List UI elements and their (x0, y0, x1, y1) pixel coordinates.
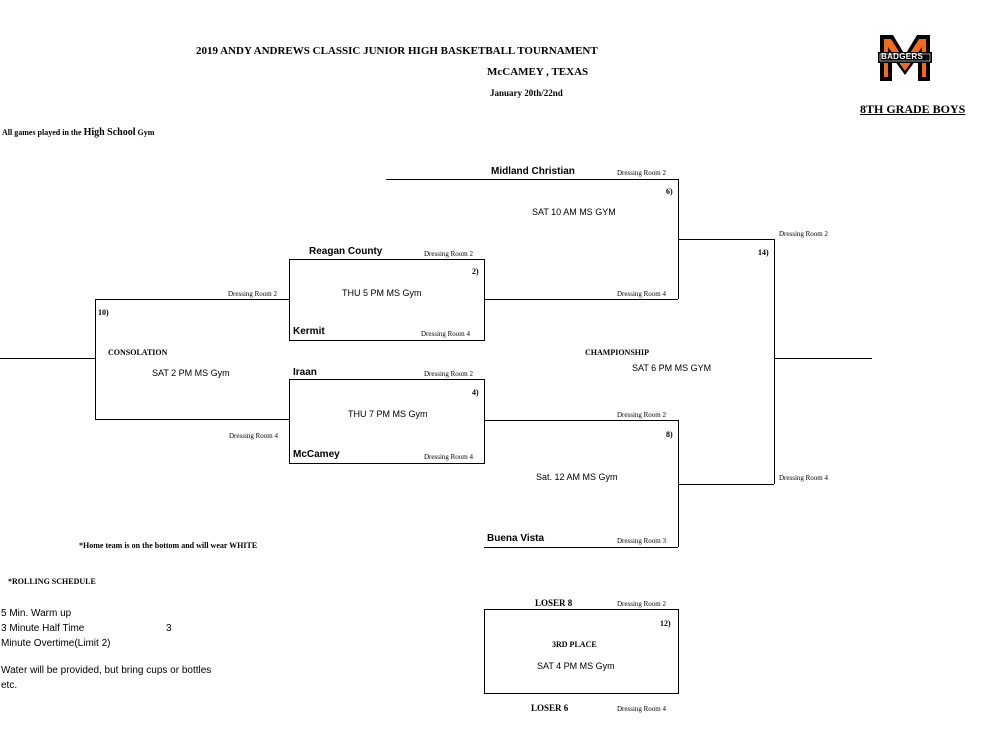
room-mccamey: Dressing Room 4 (424, 453, 473, 461)
line-g4-left (289, 379, 290, 463)
line-champ-out (774, 358, 872, 359)
line-g2-top (289, 259, 484, 260)
team-kermit: Kermit (293, 326, 325, 337)
division-label: 8TH GRADE BOYS (860, 102, 966, 116)
game-number-2: 2) (472, 267, 479, 276)
line-champ-vertical (774, 239, 775, 484)
line-g2-left (289, 259, 290, 340)
team-midland-christian: Midland Christian (491, 166, 575, 177)
line-3rd-left (484, 609, 485, 693)
room-loser8: Dressing Room 2 (617, 600, 666, 608)
line-midland (386, 179, 678, 180)
halftime-note: 3 Minute Half Time (1, 623, 85, 634)
halftime-number: 3 (166, 623, 172, 634)
game-2-time: THU 5 PM MS Gym (342, 288, 422, 298)
water-note-line1: Water will be provided, but bring cups o… (1, 665, 212, 676)
line-cons-vertical (95, 299, 96, 419)
gym-note-emph: High School (83, 127, 136, 138)
rolling-schedule-label: *ROLLING SCHEDULE (8, 577, 96, 586)
game-number-8: 8) (666, 430, 673, 439)
room-cons-bottom: Dressing Room 4 (229, 432, 278, 440)
badgers-logo: BADGERS (877, 33, 933, 85)
room-champ-top: Dressing Room 2 (779, 230, 828, 238)
line-cons-top (95, 299, 289, 300)
third-place-label: 3RD PLACE (552, 640, 597, 649)
line-g8-top (484, 420, 678, 421)
line-g8-vertical (678, 420, 679, 547)
game-number-6: 6) (666, 187, 673, 196)
game-8-time: Sat. 12 AM MS Gym (536, 472, 618, 482)
team-loser-6: LOSER 6 (531, 703, 569, 713)
room-midland: Dressing Room 2 (617, 169, 666, 177)
team-mccamey: McCamey (293, 449, 340, 460)
game-number-14: 14) (758, 248, 769, 257)
team-buena-vista: Buena Vista (487, 533, 545, 544)
line-g4-right (484, 379, 485, 463)
gym-note-suffix: Gym (137, 128, 155, 137)
gym-note: All games played in the High School Gym (2, 128, 154, 138)
line-g4-bottom (289, 463, 485, 464)
game-number-10: 10) (98, 308, 109, 317)
line-cons-bottom (95, 419, 289, 420)
warmup-note: 5 Min. Warm up (1, 608, 72, 619)
line-cons-out (0, 358, 95, 359)
line-champ-bottom (678, 484, 774, 485)
game-6-time: SAT 10 AM MS GYM (532, 207, 616, 217)
game-10-time: SAT 2 PM MS Gym (152, 368, 230, 378)
home-team-note: *Home team is on the bottom and will wea… (79, 541, 258, 550)
tournament-title: 2019 ANDY ANDREWS CLASSIC JUNIOR HIGH BA… (196, 45, 598, 57)
room-iraan: Dressing Room 2 (424, 370, 473, 378)
game-number-4: 4) (472, 388, 479, 397)
room-g8-top: Dressing Room 2 (617, 411, 666, 419)
room-cons-top: Dressing Room 2 (228, 290, 277, 298)
gym-note-prefix: All games played in the (2, 128, 82, 137)
room-loser6: Dressing Room 4 (617, 705, 666, 713)
line-3rd-top (484, 609, 678, 610)
overtime-note: Minute Overtime(Limit 2) (1, 638, 111, 649)
line-3rd-bottom (484, 693, 679, 694)
room-champ-bottom: Dressing Room 4 (779, 474, 828, 482)
logo-text: BADGERS (881, 52, 924, 61)
line-champ-top (678, 239, 774, 240)
game-number-12: 12) (660, 619, 671, 628)
line-3rd-right (678, 609, 679, 693)
consolation-label: CONSOLATION (108, 348, 168, 357)
team-iraan: Iraan (293, 367, 317, 378)
game-14-time: SAT 6 PM MS GYM (632, 363, 712, 373)
line-g2-bottom (289, 340, 485, 341)
game-4-time: THU 7 PM MS Gym (348, 409, 428, 419)
team-reagan-county: Reagan County (309, 246, 383, 257)
line-g2-right (484, 259, 485, 340)
team-loser-8: LOSER 8 (535, 598, 573, 608)
tournament-dates: January 20th/22nd (490, 88, 563, 98)
line-g6-bottom (484, 299, 678, 300)
water-note-line2: etc. (1, 680, 18, 691)
line-g4-top (289, 379, 484, 380)
room-buena-vista: Dressing Room 3 (617, 537, 666, 545)
room-kermit: Dressing Room 4 (421, 330, 470, 338)
room-g6-bottom: Dressing Room 4 (617, 290, 666, 298)
tournament-location: McCAMEY , TEXAS (487, 66, 589, 78)
championship-label: CHAMPIONSHIP (585, 348, 649, 357)
line-buena-vista (484, 547, 678, 548)
game-12-time: SAT 4 PM MS Gym (537, 661, 615, 671)
room-reagan: Dressing Room 2 (424, 250, 473, 258)
